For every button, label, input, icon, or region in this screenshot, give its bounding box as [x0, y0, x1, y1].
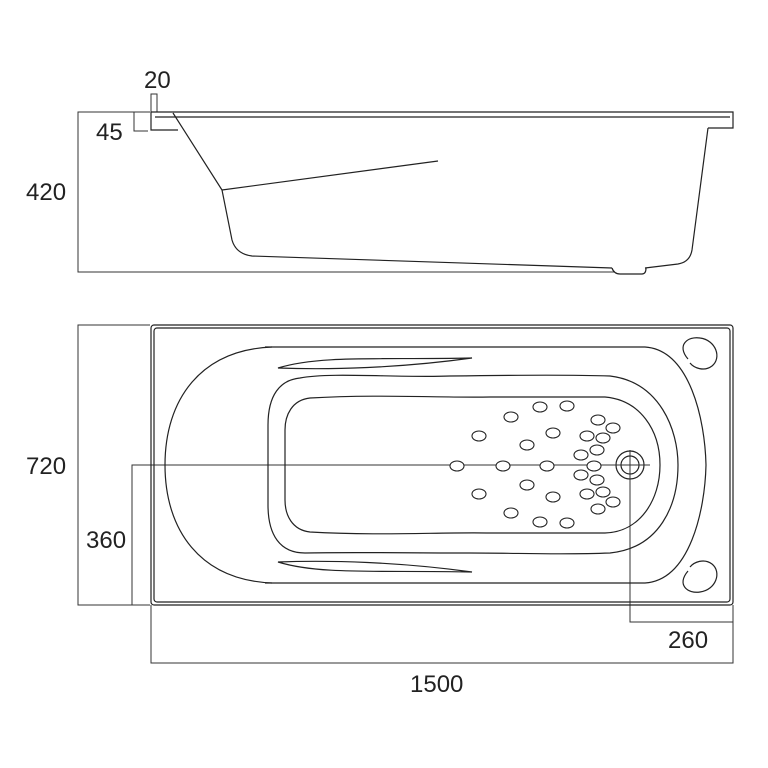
anti-slip-dot: [605, 496, 621, 508]
anti-slip-dot: [559, 517, 575, 529]
anti-slip-dot: [590, 503, 606, 515]
anti-slip-dots: [449, 400, 621, 529]
soap-dish-top: [682, 337, 718, 370]
anti-slip-dot: [559, 400, 575, 412]
anti-slip-dot: [590, 414, 606, 426]
drain-end-offset-label: 260: [668, 627, 708, 654]
height-label: 420: [26, 179, 66, 206]
drain-end-dimension: [629, 465, 734, 623]
side-view: 20 45 420: [26, 67, 734, 275]
anti-slip-dot: [579, 488, 595, 500]
tub-outline-inner: [153, 327, 731, 603]
anti-slip-dot: [519, 439, 535, 451]
anti-slip-dot: [532, 401, 548, 413]
tub-rim: [150, 111, 734, 131]
basin-middle: [267, 374, 679, 555]
anti-slip-dot: [503, 507, 519, 519]
anti-slip-dot: [449, 460, 465, 472]
anti-slip-dot: [519, 479, 535, 491]
anti-slip-dot: [545, 491, 561, 503]
armrest-bottom: [277, 560, 473, 573]
anti-slip-dot: [471, 430, 487, 442]
tub-body-profile: [172, 112, 709, 269]
anti-slip-dot: [595, 432, 611, 444]
tub-outline-outer: [150, 324, 734, 606]
basin-outer-rim: [265, 346, 707, 584]
anti-slip-dot: [539, 460, 555, 472]
anti-slip-dot: [471, 488, 487, 500]
armrest-top: [277, 357, 473, 370]
rim-width-dimension: [150, 93, 158, 112]
drain-side-offset-label: 360: [86, 527, 126, 554]
anti-slip-dot: [579, 430, 595, 442]
height-dimension-line: [77, 111, 615, 273]
soap-dish-bottom: [682, 560, 718, 593]
length-label: 1500: [410, 671, 463, 698]
anti-slip-dot: [586, 460, 602, 472]
basin-floor: [284, 395, 661, 535]
rim-height-dimension: [133, 111, 148, 132]
anti-slip-dot: [595, 486, 611, 498]
anti-slip-dot: [532, 516, 548, 528]
width-label: 720: [26, 453, 66, 480]
width-dimension-line: [77, 324, 150, 606]
anti-slip-dot: [589, 444, 605, 456]
top-view: 720 360 260 1500: [26, 324, 734, 698]
anti-slip-dot: [573, 449, 589, 461]
headrest-curve: [164, 346, 273, 584]
backrest-line: [221, 160, 439, 191]
tub-foot: [611, 267, 647, 275]
rim-width-label: 20: [144, 67, 171, 94]
anti-slip-dot: [503, 411, 519, 423]
drain-side-dimension: [131, 464, 630, 605]
anti-slip-dot: [545, 427, 561, 439]
anti-slip-dot: [589, 474, 605, 486]
rim-height-label: 45: [96, 119, 123, 146]
anti-slip-dot: [495, 460, 511, 472]
anti-slip-dot: [573, 469, 589, 481]
length-dimension-line: [150, 605, 734, 664]
drain-crosshair: [613, 450, 650, 482]
anti-slip-dot: [605, 422, 621, 434]
